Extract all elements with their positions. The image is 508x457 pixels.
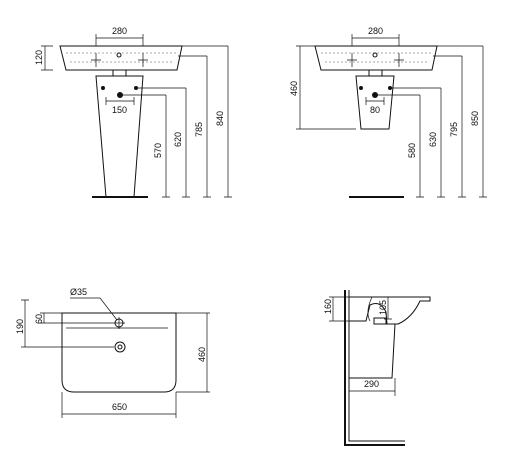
dim-line-650 bbox=[61, 392, 177, 418]
dim-630: 630 bbox=[428, 132, 438, 147]
tap-hole bbox=[372, 52, 378, 58]
dim-280: 280 bbox=[112, 26, 127, 36]
dim-line-850 bbox=[437, 45, 487, 198]
dim-line-460 bbox=[176, 312, 210, 393]
dim-line-785 bbox=[178, 55, 211, 198]
dim-460: 460 bbox=[197, 347, 207, 362]
dim-150: 150 bbox=[112, 105, 127, 115]
dim-line-460 bbox=[296, 45, 356, 130]
dim-80: 80 bbox=[370, 105, 380, 115]
dim-785: 785 bbox=[194, 122, 204, 137]
dim-line-290 bbox=[349, 378, 396, 396]
dim-line-190 bbox=[21, 299, 114, 348]
dim-190: 190 bbox=[15, 319, 25, 334]
plan-view: Ø35 60 190 460 650 bbox=[15, 287, 210, 418]
side-section-view: 160 105 290 bbox=[323, 290, 431, 446]
basin-bowl bbox=[66, 52, 176, 63]
dim-160: 160 bbox=[323, 299, 333, 314]
dim-60: 60 bbox=[34, 314, 44, 324]
dim-460: 460 bbox=[289, 81, 299, 96]
hole-diameter-label: Ø35 bbox=[70, 287, 87, 297]
pedestal-front-view: 280 120 150 570 620 785 840 bbox=[34, 26, 232, 198]
bowl-curve bbox=[367, 296, 373, 322]
dim-840: 840 bbox=[215, 111, 225, 126]
dim-line-280 bbox=[95, 34, 144, 46]
dim-line-120 bbox=[41, 45, 53, 71]
waste-outlet bbox=[368, 69, 383, 77]
dim-620: 620 bbox=[173, 132, 183, 147]
tap-hole-centre bbox=[113, 317, 125, 329]
waste-trap bbox=[373, 317, 387, 325]
tap-hole-marks bbox=[91, 53, 148, 67]
dim-line-840 bbox=[182, 45, 232, 198]
dim-850: 850 bbox=[470, 111, 480, 126]
basin-plan-outline bbox=[61, 312, 177, 393]
dim-580: 580 bbox=[407, 143, 417, 158]
dim-line-570 bbox=[120, 94, 170, 198]
tap-hole-marks bbox=[347, 53, 404, 67]
pedestal-side bbox=[349, 323, 396, 379]
semi-pedestal-front-view: 280 460 80 580 630 795 850 bbox=[289, 26, 487, 198]
hole-leader bbox=[70, 297, 118, 321]
basin-bowl bbox=[321, 52, 431, 63]
dim-line-60 bbox=[40, 312, 113, 324]
supply-point bbox=[101, 86, 105, 90]
dim-line-580 bbox=[375, 94, 424, 198]
dim-line-160 bbox=[329, 296, 349, 322]
dim-line-105 bbox=[384, 297, 392, 320]
supply-point bbox=[359, 86, 363, 90]
waste-outlet bbox=[112, 69, 127, 77]
tap-hole bbox=[116, 52, 122, 58]
basin-section bbox=[348, 296, 431, 325]
dim-line-795 bbox=[433, 55, 466, 198]
dim-570: 570 bbox=[153, 143, 163, 158]
basin-outline bbox=[59, 45, 183, 71]
dim-280: 280 bbox=[368, 26, 383, 36]
dim-line-280 bbox=[351, 34, 400, 46]
dim-120: 120 bbox=[34, 50, 44, 65]
wall-and-floor bbox=[344, 290, 405, 446]
dim-290: 290 bbox=[364, 379, 379, 389]
dim-line-150 bbox=[105, 97, 135, 105]
dim-650: 650 bbox=[112, 402, 127, 412]
dim-105: 105 bbox=[378, 300, 388, 315]
dim-795: 795 bbox=[449, 122, 459, 137]
basin-outline bbox=[314, 45, 438, 71]
dim-line-630 bbox=[390, 87, 445, 198]
wall-inner-line bbox=[348, 290, 405, 442]
dim-line-620 bbox=[136, 87, 190, 198]
waste-hole-inner bbox=[117, 344, 123, 350]
semi-pedestal-outline bbox=[355, 75, 395, 130]
dim-line-80 bbox=[365, 97, 385, 105]
